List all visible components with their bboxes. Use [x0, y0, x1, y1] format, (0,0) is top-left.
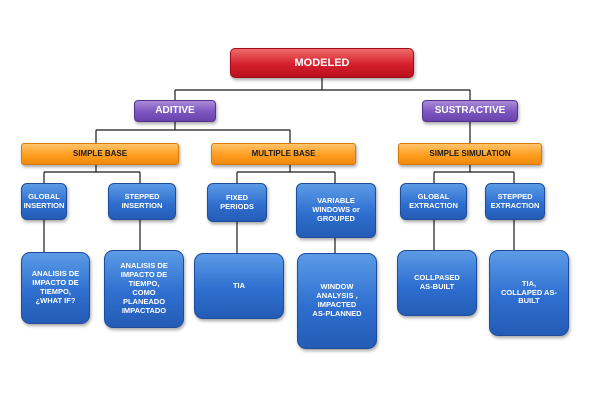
node-stepped-insertion: STEPPED INSERTION — [108, 183, 176, 220]
node-simple-simulation: SIMPLE SIMULATION — [398, 143, 542, 165]
node-aditive: ADITIVE — [134, 100, 216, 122]
node-sustractive: SUSTRACTIVE — [422, 100, 518, 122]
node-simple-base: SIMPLE BASE — [21, 143, 179, 165]
node-variable-windows: VARIABLE WINDOWS or GROUPED — [296, 183, 376, 238]
node-stepped-extraction: STEPPED EXTRACTION — [485, 183, 545, 220]
node-modeled: MODELED — [230, 48, 414, 78]
node-window-analysis: WINDOW ANALYSIS , IMPACTED AS-PLANNED — [297, 253, 377, 349]
node-analisis-what-if: ANALISIS DE IMPACTO DE TIEMPO, ¿WHAT IF? — [21, 252, 90, 324]
node-fixed-periods: FIXED PERIODS — [207, 183, 267, 222]
node-collapsed-as-built: COLLPASED AS-BUILT — [397, 250, 477, 316]
node-analisis-planeado: ANALISIS DE IMPACTO DE TIEMPO, COMO PLAN… — [104, 250, 184, 328]
node-tia: TIA — [194, 253, 284, 319]
node-multiple-base: MULTIPLE BASE — [211, 143, 356, 165]
node-tia-collaped-as-built: TIA, COLLAPED AS- BUILT — [489, 250, 569, 336]
node-global-insertion: GLOBAL INSERTION — [21, 183, 67, 220]
node-global-extraction: GLOBAL EXTRACTION — [400, 183, 467, 220]
